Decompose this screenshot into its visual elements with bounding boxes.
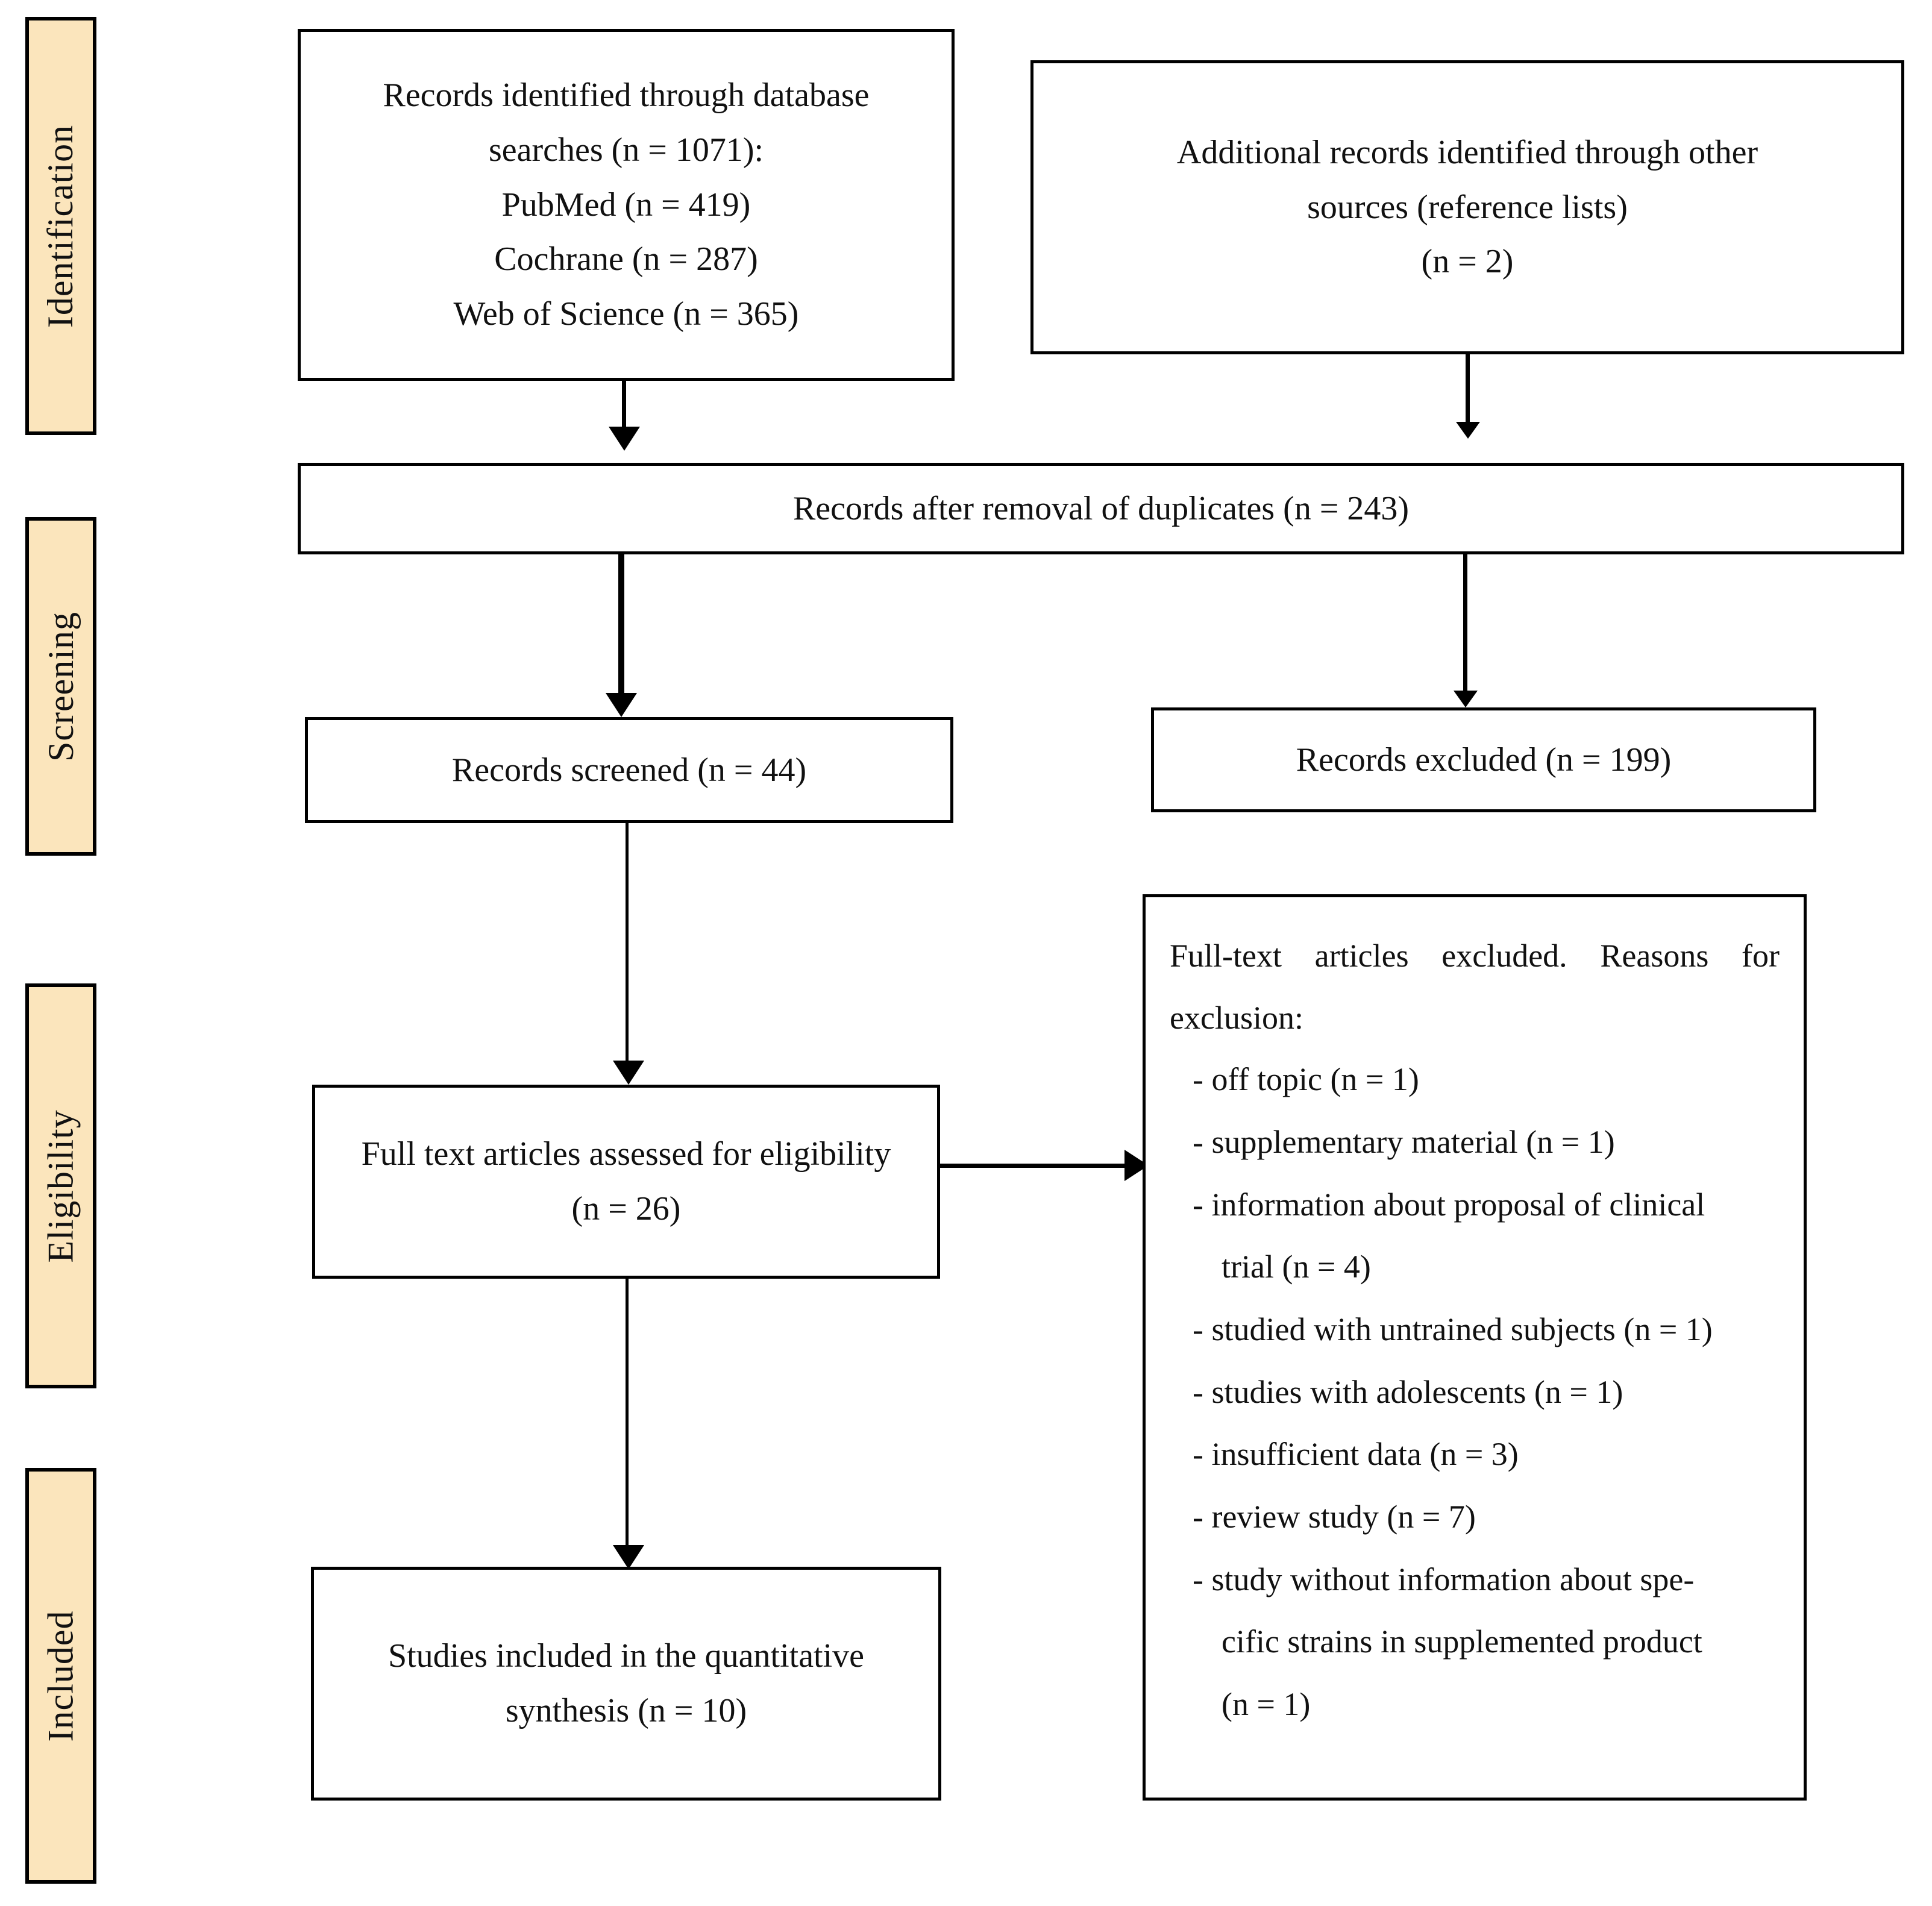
box-line: searches (n = 1071): bbox=[488, 131, 764, 169]
connector-line-other-to-duplicates bbox=[1466, 354, 1470, 425]
box-line: PubMed (n = 419) bbox=[501, 186, 751, 224]
arrow-fulltext-to-included bbox=[613, 1545, 644, 1569]
arrow-screened-to-fulltext bbox=[613, 1061, 644, 1085]
box-line: sources (reference lists) bbox=[1307, 188, 1628, 226]
box-line: Additional records identified through ot… bbox=[1176, 133, 1758, 171]
box-fulltext-assessed-eligibility: Full text articles assessed for eligibil… bbox=[312, 1085, 940, 1279]
reason-text: - information about proposal of clinical bbox=[1193, 1186, 1705, 1223]
connector-line-db-to-duplicates bbox=[622, 381, 626, 430]
box-records-after-duplicates: Records after removal of duplicates (n =… bbox=[298, 463, 1904, 554]
stage-label-included-text: Included bbox=[40, 1610, 81, 1741]
reason-text: - studied with untrained subjects (n = 1… bbox=[1193, 1311, 1713, 1347]
reason-item: - off topic (n = 1) bbox=[1170, 1049, 1780, 1111]
stage-label-identification: Identification bbox=[25, 17, 96, 435]
stage-label-identification-text: Identification bbox=[40, 124, 81, 328]
reason-item: - review study (n = 7) bbox=[1170, 1486, 1780, 1549]
reason-text: - study without information about spe- bbox=[1193, 1561, 1695, 1597]
reason-text: - supplementary material (n = 1) bbox=[1193, 1123, 1615, 1160]
reason-item: - supplementary material (n = 1) bbox=[1170, 1111, 1780, 1174]
box-line: Records excluded (n = 199) bbox=[1296, 741, 1672, 779]
connector-line-fulltext-to-reasons bbox=[939, 1164, 1133, 1168]
reason-text-continuation: cific strains in supplemented product bbox=[1222, 1623, 1702, 1660]
box-studies-included: Studies included in the quantitative syn… bbox=[311, 1567, 941, 1801]
box-records-excluded: Records excluded (n = 199) bbox=[1151, 707, 1816, 812]
arrow-duplicates-to-screened bbox=[606, 693, 637, 717]
box-line: Records identified through database bbox=[383, 77, 870, 114]
stage-label-screening-text: Screening bbox=[40, 611, 81, 762]
box-line: Cochrane (n = 287) bbox=[494, 240, 758, 278]
connector-line-duplicates-to-excluded bbox=[1463, 554, 1467, 694]
reason-item: - information about proposal of clinical… bbox=[1170, 1174, 1780, 1299]
reason-text-continuation: trial (n = 4) bbox=[1222, 1249, 1371, 1285]
stage-label-eligibility: Eligibility bbox=[25, 983, 96, 1388]
reason-text: (n = 1) bbox=[1222, 1685, 1311, 1722]
box-line: (n = 2) bbox=[1421, 243, 1514, 281]
reasons-list: - off topic (n = 1) - supplementary mate… bbox=[1170, 1049, 1780, 1735]
box-records-screened: Records screened (n = 44) bbox=[305, 717, 953, 823]
reason-text: - review study (n = 7) bbox=[1193, 1498, 1476, 1535]
reason-item: - studied with untrained subjects (n = 1… bbox=[1170, 1299, 1780, 1361]
box-line: (n = 26) bbox=[571, 1190, 681, 1227]
reasons-heading-line-1: Full-text articles excluded. Reasons for bbox=[1170, 938, 1780, 974]
reason-text: - insufficient data (n = 3) bbox=[1193, 1436, 1519, 1473]
box-fulltext-excluded-reasons: Full-text articles excluded. Reasons for… bbox=[1143, 894, 1807, 1801]
arrow-other-to-duplicates bbox=[1456, 422, 1480, 439]
box-line: synthesis (n = 10) bbox=[505, 1692, 747, 1729]
box-line: Full text articles assessed for eligibil… bbox=[361, 1135, 891, 1173]
reason-item: - insufficient data (n = 3) bbox=[1170, 1423, 1780, 1486]
box-additional-records-other-sources: Additional records identified through ot… bbox=[1030, 60, 1904, 354]
arrow-db-to-duplicates bbox=[609, 427, 640, 451]
reason-text: - off topic (n = 1) bbox=[1193, 1061, 1419, 1098]
box-line: Records after removal of duplicates (n =… bbox=[792, 489, 1410, 527]
connector-line-screened-to-fulltext bbox=[626, 823, 629, 1067]
arrow-duplicates-to-excluded bbox=[1454, 691, 1478, 707]
box-line: Records screened (n = 44) bbox=[451, 751, 807, 789]
reason-text: - studies with adolescents (n = 1) bbox=[1193, 1373, 1623, 1410]
box-line: Studies included in the quantitative bbox=[387, 1637, 865, 1675]
stage-label-screening: Screening bbox=[25, 517, 96, 856]
stage-label-eligibility-text: Eligibility bbox=[40, 1109, 81, 1263]
connector-line-fulltext-to-included bbox=[626, 1279, 629, 1551]
stage-label-included: Included bbox=[25, 1468, 96, 1884]
reasons-heading-line-2: exclusion: bbox=[1170, 999, 1303, 1036]
reason-item: - studies with adolescents (n = 1) bbox=[1170, 1361, 1780, 1424]
box-line: Web of Science (n = 365) bbox=[453, 295, 799, 333]
reason-item: - study without information about spe- c… bbox=[1170, 1549, 1780, 1673]
reason-item: (n = 1) bbox=[1170, 1673, 1780, 1736]
box-records-identified-database: Records identified through database sear… bbox=[298, 29, 955, 381]
connector-line-duplicates-to-screened bbox=[618, 554, 624, 699]
